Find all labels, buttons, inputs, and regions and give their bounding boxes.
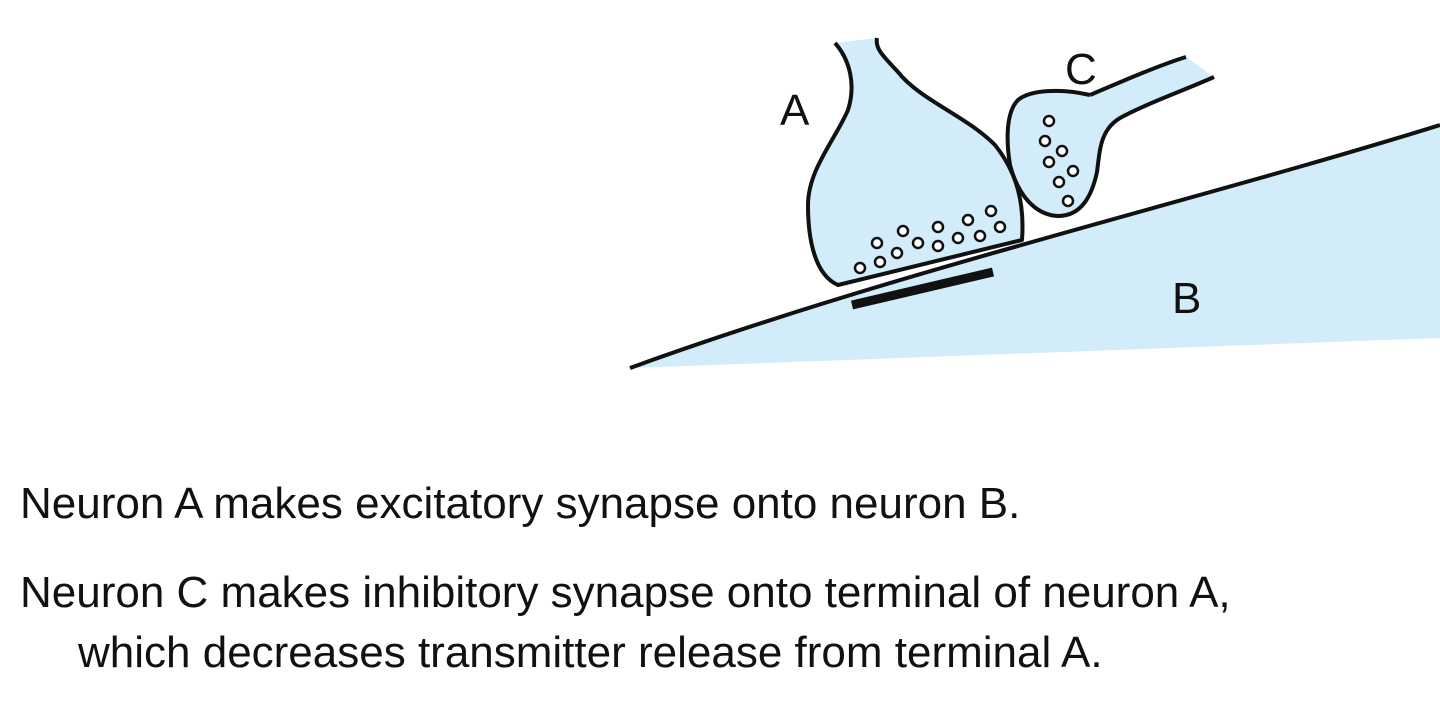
vesicle bbox=[1055, 144, 1069, 158]
label-neuron-b: B bbox=[1172, 274, 1201, 323]
vesicle bbox=[961, 213, 975, 227]
neuron-b-membrane bbox=[629, 123, 1440, 370]
vesicle bbox=[951, 231, 965, 245]
vesicle bbox=[890, 246, 904, 260]
vesicle bbox=[931, 239, 945, 253]
vesicle bbox=[931, 220, 945, 234]
vesicle bbox=[1042, 114, 1056, 128]
vesicle bbox=[1066, 164, 1080, 178]
caption-inhibitory-line-2: which decreases transmitter release from… bbox=[78, 628, 1103, 677]
vesicle bbox=[896, 224, 910, 238]
neuron-c-outline-lower bbox=[1005, 75, 1215, 218]
vesicle bbox=[1042, 155, 1056, 169]
caption-inhibitory-synapse: Neuron C makes inhibitory synapse onto t… bbox=[20, 563, 1231, 683]
vesicle bbox=[853, 261, 867, 275]
caption-inhibitory-line-1: Neuron C makes inhibitory synapse onto t… bbox=[20, 568, 1231, 617]
vesicle bbox=[973, 229, 987, 243]
vesicle bbox=[993, 220, 1007, 234]
vesicle bbox=[911, 236, 925, 250]
vesicle bbox=[873, 255, 887, 269]
vesicle bbox=[870, 236, 884, 250]
neuron-c-outline-upper bbox=[1089, 55, 1187, 97]
neuron-c-terminal bbox=[1007, 57, 1214, 216]
label-neuron-c: C bbox=[1065, 45, 1097, 94]
neuron-a-vesicles bbox=[853, 204, 1007, 275]
label-neuron-a: A bbox=[780, 86, 810, 135]
presynaptic-inhibition-diagram: A B C bbox=[629, 37, 1440, 370]
caption-excitatory-synapse: Neuron A makes excitatory synapse onto n… bbox=[20, 479, 1021, 528]
vesicle bbox=[1052, 175, 1066, 189]
vesicle bbox=[1038, 134, 1052, 148]
vesicle bbox=[1061, 194, 1075, 208]
neuron-c-vesicles bbox=[1038, 114, 1080, 208]
vesicle bbox=[984, 204, 998, 218]
neuron-a-outline bbox=[806, 37, 1025, 287]
synaptic-density-a-b bbox=[850, 267, 995, 310]
